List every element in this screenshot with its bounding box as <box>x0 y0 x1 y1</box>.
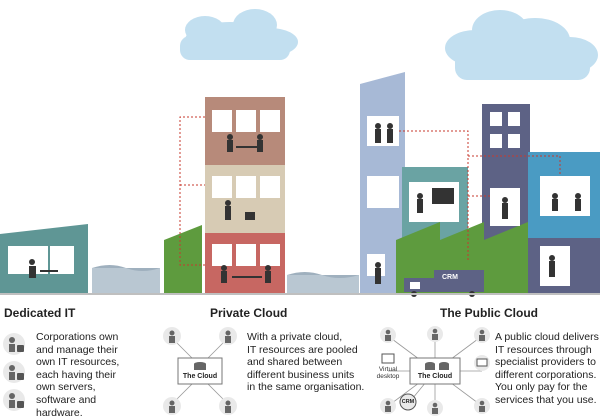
virtual-desktop-line: desktop <box>376 373 400 380</box>
cloud-shape-public <box>445 10 598 80</box>
desc-line: own servers, <box>36 381 96 394</box>
desc-line: hardware. <box>36 406 83 419</box>
desc-line: different corporations. <box>495 368 597 381</box>
public-cloud-description: A public cloud delivers IT resources thr… <box>495 331 599 407</box>
desc-line: Corporations own <box>36 331 119 343</box>
desc-line: IT resources are pooled <box>247 343 358 356</box>
desc-line: different business units <box>247 368 355 381</box>
private-building <box>164 97 285 293</box>
dedicated-it-heading: Dedicated IT <box>4 306 76 320</box>
desc-line: each having their <box>36 368 116 381</box>
desc-line: With a private cloud, <box>247 331 343 343</box>
public-the-cloud-label: The Cloud <box>417 373 453 380</box>
desc-line: IT resources through <box>495 343 592 356</box>
desc-line: own IT resources, <box>36 356 120 369</box>
desc-line: and shared between <box>247 356 343 369</box>
dedicated-building <box>0 224 88 293</box>
private-cloud-description: With a private cloud, IT resources are p… <box>247 331 364 394</box>
private-cloud-heading: Private Cloud <box>210 306 288 320</box>
public-buildings <box>360 72 600 293</box>
virtual-desktop-line: Virtual <box>378 366 398 373</box>
crm-truck <box>404 270 484 297</box>
private-dashed-lines <box>179 116 205 266</box>
desc-line: You only pay for the <box>495 381 588 394</box>
ground-line <box>0 293 600 295</box>
virtual-desktop-label: Virtual desktop <box>376 366 400 380</box>
cloud-shape-private <box>180 9 298 60</box>
truck-crm-label: CRM <box>442 274 458 281</box>
cloud-illustration <box>0 9 600 297</box>
dedicated-icons <box>3 333 25 411</box>
public-dashed-lines <box>399 130 561 260</box>
public-cloud-diagram <box>380 326 490 416</box>
desc-line: in the same organisation. <box>247 381 365 394</box>
desc-line: services that you use. <box>495 393 597 406</box>
dedicated-it-description: Corporations own and manage their own IT… <box>36 331 119 419</box>
desc-line: and manage their <box>36 343 118 356</box>
desc-line: specialist providers to <box>495 356 596 369</box>
private-cloud-diagram <box>163 327 237 415</box>
desc-line: A public cloud delivers <box>495 331 599 343</box>
public-cloud-heading: The Public Cloud <box>440 306 538 320</box>
crm-service-label: CRM <box>401 399 415 405</box>
desc-line: software and <box>36 393 97 406</box>
skyline-strip <box>92 265 359 293</box>
private-the-cloud-label: The Cloud <box>182 373 218 380</box>
